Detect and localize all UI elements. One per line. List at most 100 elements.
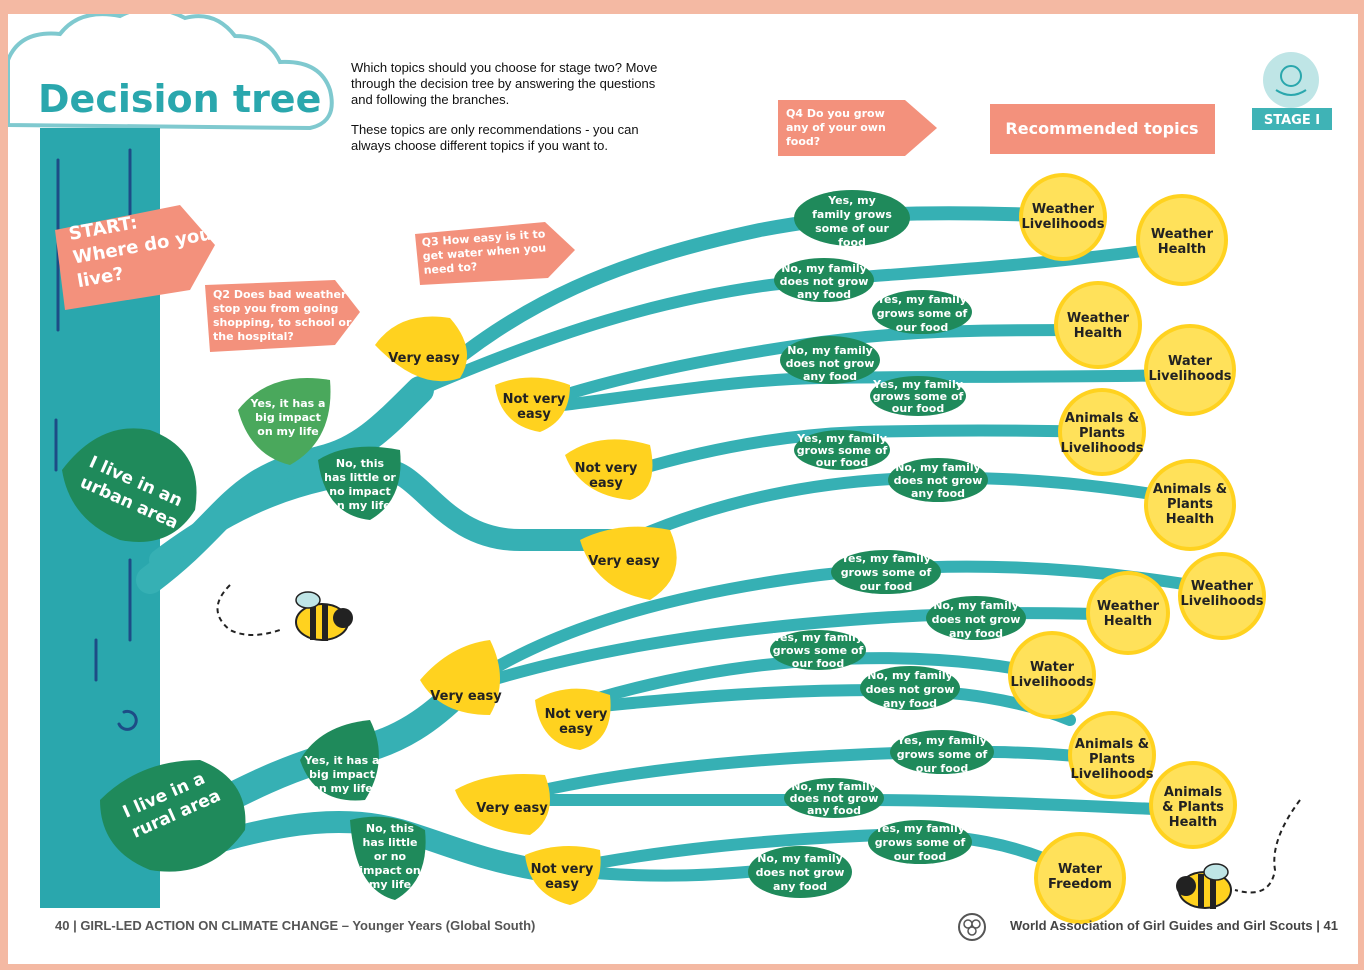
bee-icon-2 [1176, 799, 1301, 909]
topic-circle-5 [1058, 388, 1146, 476]
svg-text:Weather: Weather [1067, 311, 1130, 326]
decision-tree-diagram: Decision tree START:Where do youlive? [8, 14, 1332, 941]
leaf-q3-e [420, 640, 500, 715]
svg-text:Not very: Not very [503, 392, 566, 407]
leaf-q4-a2 [774, 258, 874, 302]
svg-text:Not very: Not very [545, 707, 608, 722]
topic-circle-2 [1136, 194, 1228, 286]
leaf-q4-h2 [748, 846, 852, 898]
leaf-q4-c1 [870, 376, 966, 416]
topic-circle-1 [1019, 173, 1107, 261]
svg-text:any food: any food [949, 627, 1003, 640]
svg-text:No, my family: No, my family [791, 780, 877, 793]
svg-text:easy: easy [517, 407, 551, 422]
topic-circle-11 [1149, 761, 1237, 849]
svg-text:Health: Health [1074, 326, 1122, 341]
leaf-q4-a1 [794, 190, 910, 246]
svg-text:easy: easy [559, 722, 593, 737]
svg-text:Livelihoods: Livelihoods [1180, 594, 1263, 609]
svg-text:family grows: family grows [812, 208, 892, 221]
cloud-header-icon: Decision tree [8, 14, 334, 131]
svg-text:Yes, my family: Yes, my family [872, 378, 963, 391]
bee-icon [216, 584, 353, 641]
svg-text:does not grow: does not grow [866, 683, 955, 696]
topic-circle-8 [1086, 571, 1170, 655]
q3-sign: Q3 How easy is it toget water when youne… [415, 222, 575, 285]
svg-text:Yes, my: Yes, my [827, 194, 876, 207]
svg-text:easy: easy [589, 476, 623, 491]
q3-leaves [375, 316, 677, 905]
svg-text:does not grow: does not grow [894, 474, 983, 487]
svg-text:Very easy: Very easy [476, 801, 548, 816]
svg-text:grows some of: grows some of [875, 836, 966, 849]
intro-paragraph-2: These topics are only recommendations - … [351, 122, 639, 153]
svg-text:our food: our food [916, 762, 968, 775]
svg-text:Yes, my family: Yes, my family [896, 734, 987, 747]
svg-text:easy: easy [545, 877, 579, 892]
leaf-q4-c2 [794, 430, 890, 470]
leaf-q4-f1 [770, 630, 866, 670]
topic-labels: Weather Livelihoods Weather Health Weath… [1010, 202, 1263, 892]
svg-text:our food: our food [816, 456, 868, 469]
page: Decision tree START:Where do youlive? [8, 14, 1358, 964]
svg-text:Livelihoods: Livelihoods [1010, 675, 1093, 690]
q2-line-4: the hospital? [213, 330, 294, 343]
svg-text:any food: any food [773, 880, 827, 893]
svg-text:does not grow: does not grow [786, 357, 875, 370]
svg-text:Yes, my family: Yes, my family [876, 293, 967, 306]
leaf-q3-c [565, 439, 653, 500]
svg-text:Livelihoods: Livelihoods [1060, 441, 1143, 456]
svg-text:No, my family: No, my family [933, 599, 1019, 612]
svg-text:Livelihoods: Livelihoods [1021, 217, 1104, 232]
svg-text:Health: Health [1166, 512, 1214, 527]
leaf-q3-f [535, 688, 611, 750]
leaf-q4-b1 [872, 290, 972, 334]
svg-text:Health: Health [1104, 614, 1152, 629]
svg-text:Plants: Plants [1079, 426, 1125, 441]
svg-text:Health: Health [1158, 242, 1206, 257]
svg-text:our food: our food [896, 321, 948, 334]
leaf-q3-d [580, 526, 677, 600]
leaf-urban-area: I live in anurban area [62, 428, 197, 542]
topic-circle-6 [1144, 459, 1236, 551]
svg-text:Water: Water [1168, 354, 1213, 369]
leaf-q4-h1 [868, 820, 972, 864]
svg-text:Very easy: Very easy [430, 689, 502, 704]
topic-circle-9 [1008, 631, 1096, 719]
svg-text:our food: our food [892, 402, 944, 415]
svg-text:Water: Water [1030, 660, 1075, 675]
svg-text:Yes, my family: Yes, my family [772, 631, 863, 644]
svg-text:grows some of: grows some of [873, 390, 964, 403]
intro-paragraph-1: Which topics should you choose for stage… [351, 60, 658, 107]
svg-text:some of our: some of our [815, 222, 889, 235]
svg-text:No, my family: No, my family [781, 262, 867, 275]
svg-text:Weather: Weather [1032, 202, 1095, 217]
svg-text:No, my family: No, my family [867, 669, 953, 682]
svg-text:Very easy: Very easy [388, 351, 460, 366]
svg-text:& Plants: & Plants [1162, 800, 1224, 815]
svg-text:Livelihoods: Livelihoods [1070, 767, 1153, 782]
svg-text:Animals: Animals [1164, 785, 1223, 800]
trefoil-logo-icon [958, 913, 986, 941]
svg-text:Yes, my family: Yes, my family [796, 432, 887, 445]
footer-left: 40 | GIRL-LED ACTION ON CLIMATE CHANGE –… [55, 918, 536, 933]
leaf-q4-e2 [926, 596, 1026, 640]
leaf-q3-h [525, 846, 601, 905]
stage-badge: STAGE I [1252, 52, 1332, 130]
leaf-q4-f2 [860, 666, 960, 710]
q2-line-2: stop you from going [213, 302, 338, 315]
leaf-q3-b [495, 377, 570, 432]
svg-text:Plants: Plants [1089, 752, 1135, 767]
svg-text:Weather: Weather [1097, 599, 1160, 614]
svg-text:Animals &: Animals & [1075, 737, 1149, 752]
svg-text:Animals &: Animals & [1065, 411, 1139, 426]
svg-text:Livelihoods: Livelihoods [1148, 369, 1231, 384]
leaf-q4-d1 [888, 458, 988, 502]
svg-text:Water: Water [1058, 862, 1103, 877]
